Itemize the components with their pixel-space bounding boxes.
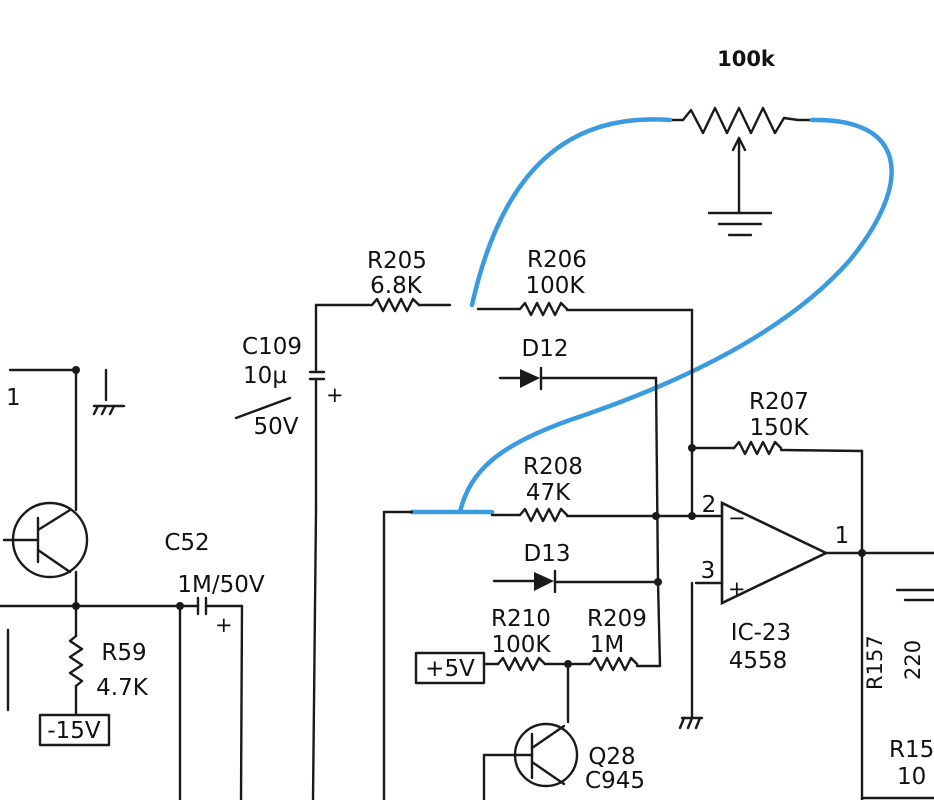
ic-part: 4558 [729,648,788,674]
r205-resistor: R205 6.8K [314,248,452,313]
q28-transistor: Q28 C945 [482,662,645,800]
c109-value: 10µ [243,363,287,389]
r206-resistor: R206 100K [476,247,694,520]
c109-plus-sign: + [326,383,344,407]
r207-resistor: R207 150K [690,389,864,800]
r15x-partial: R15 10 [860,737,934,800]
q28-name: Q28 [588,744,635,770]
d13-label: D13 [524,541,571,567]
r15x-value: 10 [897,764,926,790]
ic-name: IC-23 [731,620,791,646]
c52-value: 1M/50V [177,572,264,598]
plus5v-label: +5V [425,656,475,682]
r157-partial: R157 220 [863,588,934,690]
c52-capacitor: C52 1M/50V + [74,530,265,800]
c109-capacitor: C109 10µ 50V + [234,303,344,800]
c109-name: C109 [242,334,302,360]
r209-resistor: R209 1M [568,580,662,672]
plus5v-supply-box: +5V [414,651,486,685]
c52-name: C52 [164,530,209,556]
r59-name: R59 [101,640,146,666]
r209-name: R209 [587,606,647,632]
r157-value: 220 [901,640,925,680]
pot-value-label: 100k [717,47,776,71]
minus15v-supply-box: -15V [38,713,111,747]
q28-part: C945 [585,768,645,794]
r15x-name: R15 [889,737,934,763]
blue-wire-to-r205-junction [469,117,673,308]
r210-value: 100K [492,632,552,658]
overlay-potentiometer: 100k [668,47,814,237]
ground-symbol [707,211,773,237]
r205-name: R205 [367,248,427,274]
op-amp-ic23: − + 2 3 1 IC-23 4558 [678,492,934,730]
r209-value: 1M [590,632,624,658]
d12-diode: D12 [498,336,660,584]
r59-value: 4.7K [96,675,149,701]
d12-label: D12 [522,336,569,362]
r210-name: R210 [491,606,551,632]
r157-name: R157 [863,635,887,690]
r206-value: 100K [526,273,586,299]
r208-value: 47K [526,480,571,506]
r205-value: 6.8K [370,273,423,299]
pot-wiper-arrow [731,136,747,152]
op-amp-plus: + [728,577,746,601]
junction-dots [72,366,866,668]
r210-resistor: R210 100K [482,606,572,672]
minus15v-label: -15V [47,718,101,744]
blue-wire-to-r208-input [457,117,894,515]
r59-resistor: R59 4.7K [68,634,149,716]
r206-name: R206 [527,247,587,273]
r208-name: R208 [523,454,583,480]
r207-value: 150K [750,415,810,441]
r208-resistor: R208 47K [382,454,724,800]
pot-resistor-zigzag [668,106,814,135]
pin1-label: 1 [835,523,850,549]
left-edge-label: 1 [6,385,21,411]
pin2-label: 2 [702,492,717,518]
c109-voltage: 50V [253,414,298,440]
pin3-label: 3 [701,558,716,584]
d13-diode: D13 [492,541,660,594]
op-amp-minus: − [728,506,746,530]
r207-name: R207 [749,389,809,415]
c52-plus-sign: + [215,613,233,637]
